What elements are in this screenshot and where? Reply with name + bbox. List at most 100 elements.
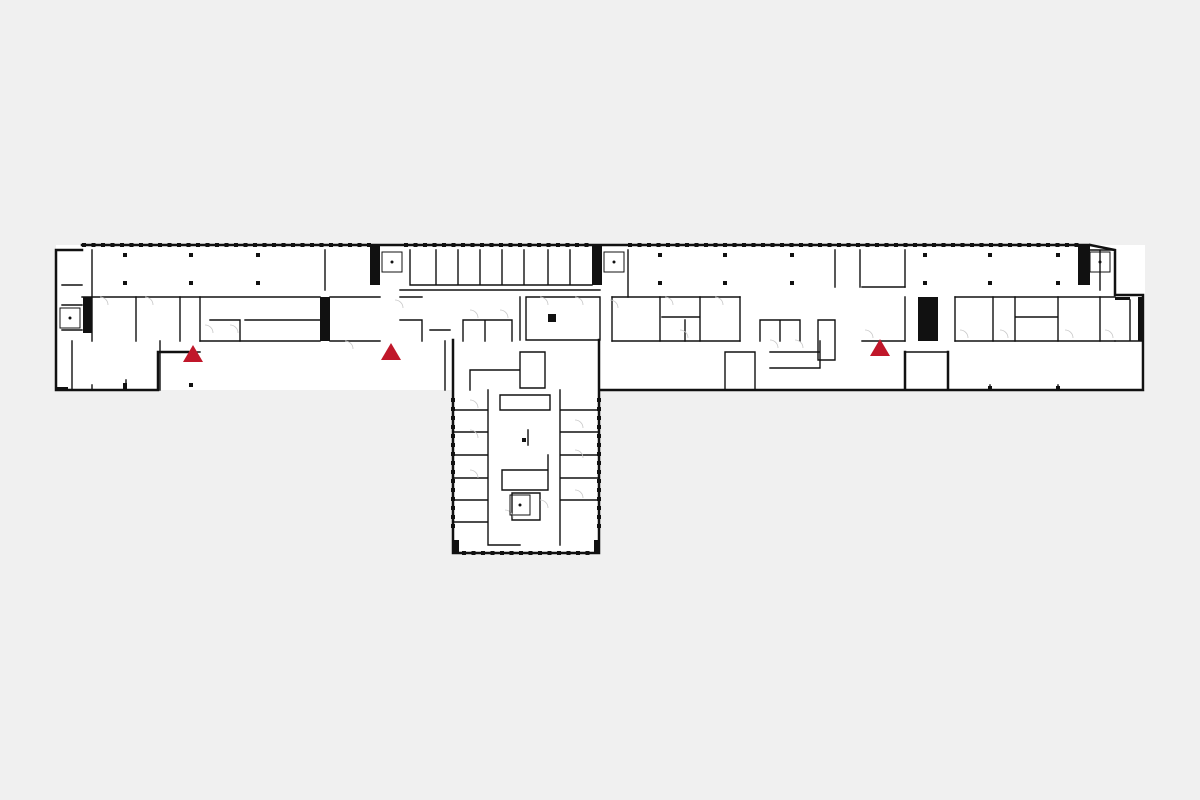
- door-swing: [204, 324, 214, 334]
- door-swing: [504, 509, 514, 519]
- column: [189, 281, 193, 285]
- core-block: [453, 540, 459, 553]
- door-swing: [539, 296, 549, 306]
- facade-post: [480, 243, 484, 247]
- door-swing: [574, 449, 584, 459]
- facade-post: [196, 243, 200, 247]
- facade-post: [875, 243, 879, 247]
- facade-post: [348, 243, 352, 247]
- facade-post: [547, 551, 552, 555]
- column: [988, 386, 992, 390]
- stair-outline: [1089, 251, 1111, 273]
- facade-post: [575, 243, 579, 247]
- core-block: [1115, 297, 1130, 300]
- facade-post: [432, 243, 437, 247]
- column: [988, 281, 992, 285]
- facade-post: [1008, 243, 1012, 247]
- facade-post: [723, 243, 727, 247]
- facade-post: [770, 243, 775, 247]
- facade-post: [585, 551, 590, 555]
- entrance-marker-west: [183, 345, 203, 362]
- facade-post: [941, 243, 946, 247]
- column: [256, 281, 260, 285]
- facade-post: [1036, 243, 1041, 247]
- facade-post: [647, 243, 651, 247]
- entrance-markers: [183, 339, 890, 362]
- facade-post: [490, 551, 495, 555]
- facade-post: [1017, 243, 1022, 247]
- facade-post: [101, 243, 105, 247]
- facade-post: [1055, 243, 1060, 247]
- facade-post: [243, 243, 248, 247]
- facade-post: [597, 398, 601, 402]
- facade-post: [186, 243, 191, 247]
- door-swing: [609, 299, 619, 309]
- door-swing: [959, 329, 969, 339]
- partition-south: [452, 389, 600, 546]
- column: [923, 281, 927, 285]
- column: [189, 253, 193, 257]
- column: [923, 253, 927, 257]
- facade-post: [509, 551, 514, 555]
- stairs: [59, 251, 1111, 516]
- entrance-marker-east: [870, 339, 890, 356]
- floor-south-wing: [453, 340, 599, 553]
- facade-post: [110, 243, 115, 247]
- door-swing: [574, 296, 584, 306]
- facade-post: [471, 551, 476, 555]
- stair-outline: [59, 307, 81, 329]
- facade-post: [827, 243, 832, 247]
- facade-post: [998, 243, 1003, 247]
- facade-post: [319, 243, 324, 247]
- facade-post: [597, 461, 601, 465]
- column: [1056, 253, 1060, 257]
- column: [723, 281, 727, 285]
- facade-post: [451, 488, 455, 492]
- facade-post: [357, 243, 362, 247]
- facade-post: [685, 243, 689, 247]
- stair-outline: [603, 251, 625, 273]
- door-swing: [469, 399, 479, 409]
- column: [790, 253, 794, 257]
- facade-post: [597, 443, 601, 447]
- facade-post: [666, 243, 670, 247]
- facade-post: [865, 243, 870, 247]
- facade-post: [922, 243, 927, 247]
- columns: [123, 253, 1060, 442]
- column: [522, 438, 526, 442]
- facade-post: [82, 243, 86, 247]
- facade-post: [576, 551, 580, 555]
- column: [1056, 386, 1060, 390]
- facade-post: [837, 243, 841, 247]
- facade-post: [205, 243, 210, 247]
- facade-post: [960, 243, 965, 247]
- column: [658, 253, 662, 257]
- stair-core: [381, 251, 403, 273]
- column: [790, 281, 794, 285]
- facade-post: [291, 243, 295, 247]
- facade-post: [215, 243, 219, 247]
- facade-post: [694, 243, 699, 247]
- facade-post: [451, 524, 455, 528]
- column: [189, 383, 193, 387]
- facade-post: [597, 416, 601, 420]
- door-swing: [714, 296, 724, 306]
- partition-center: [399, 249, 601, 391]
- facade-post: [413, 243, 418, 247]
- facade-post: [979, 243, 984, 247]
- facade-post: [527, 243, 532, 247]
- facade-window-posts: [82, 243, 1079, 555]
- stair-icon: [612, 260, 616, 264]
- facade-post: [656, 243, 661, 247]
- door-swing: [679, 329, 689, 339]
- core-block: [56, 387, 68, 391]
- facade-post: [272, 243, 276, 247]
- facade-post: [253, 243, 257, 247]
- facade-post: [262, 243, 267, 247]
- facade-post: [884, 243, 889, 247]
- facade-post: [451, 416, 455, 420]
- facade-post: [148, 243, 153, 247]
- door-swing: [999, 329, 1009, 339]
